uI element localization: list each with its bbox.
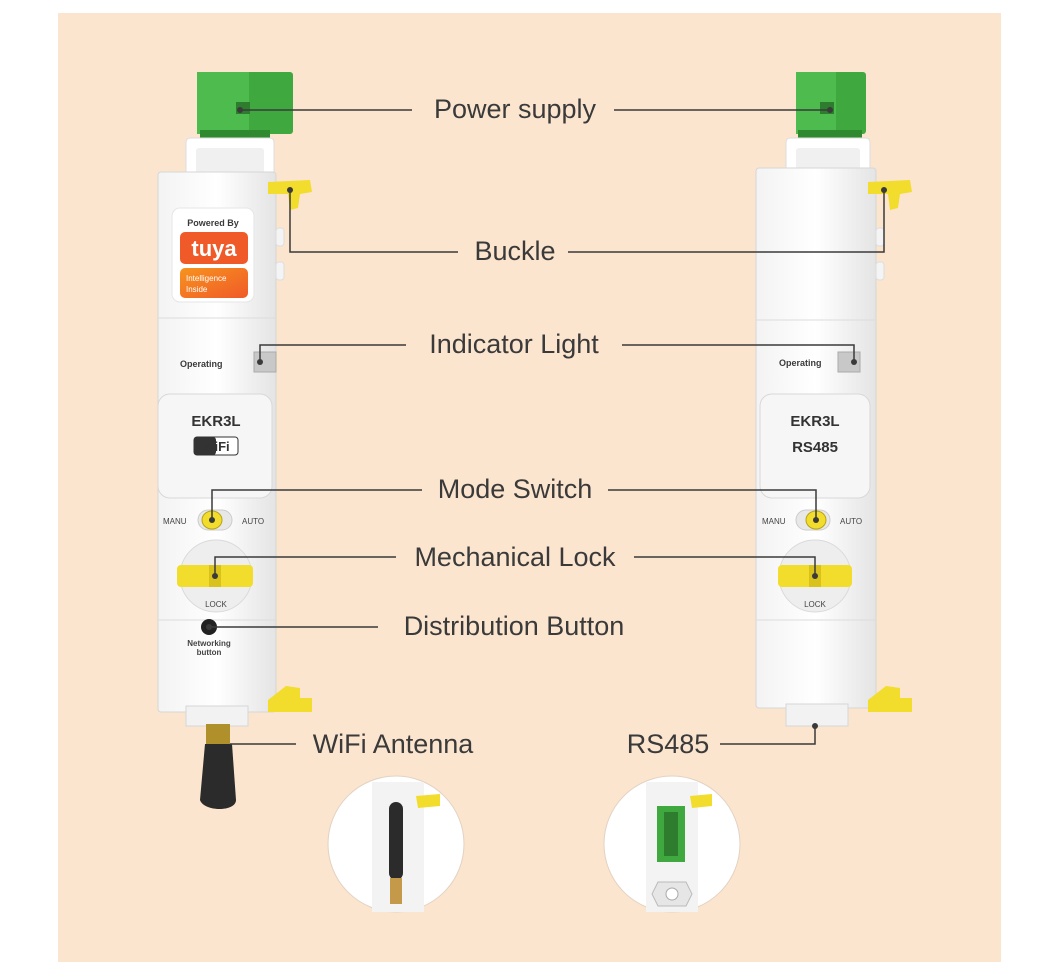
right-power-terminal bbox=[796, 72, 866, 140]
right-lock-text: LOCK bbox=[804, 600, 826, 609]
left-lock-text: LOCK bbox=[205, 600, 227, 609]
label-wifi-antenna: WiFi Antenna bbox=[313, 729, 475, 759]
networking-text-1: Networking bbox=[187, 639, 231, 648]
right-manu-text: MANU bbox=[762, 517, 786, 526]
right-auto-text: AUTO bbox=[840, 517, 862, 526]
callout-lines bbox=[209, 109, 885, 745]
label-mode-switch: Mode Switch bbox=[438, 474, 593, 504]
tuya-tagline-1: Intelligence bbox=[186, 274, 227, 283]
tuya-badge: Powered By tuya Intelligence Inside bbox=[171, 207, 255, 303]
left-device: Powered By tuya Intelligence Inside Oper… bbox=[157, 72, 312, 809]
label-buckle: Buckle bbox=[474, 236, 555, 266]
label-indicator-light: Indicator Light bbox=[429, 329, 599, 359]
right-device: Operating EKR3L RS485 MANU AUTO LOCK bbox=[755, 72, 912, 727]
label-power-supply: Power supply bbox=[434, 94, 597, 124]
rs485-detail-circle bbox=[603, 775, 741, 913]
left-manu-text: MANU bbox=[163, 517, 187, 526]
left-power-terminal bbox=[197, 72, 293, 140]
label-rs485: RS485 bbox=[627, 729, 710, 759]
tuya-logo-text: tuya bbox=[191, 236, 237, 261]
right-buckle-top bbox=[868, 180, 912, 210]
right-model-text: EKR3L bbox=[790, 413, 839, 430]
powered-by-text: Powered By bbox=[187, 218, 239, 228]
label-mechanical-lock: Mechanical Lock bbox=[414, 542, 616, 572]
callout-dots bbox=[206, 107, 887, 729]
left-auto-text: AUTO bbox=[242, 517, 264, 526]
networking-text-2: button bbox=[197, 648, 222, 657]
right-buckle-bottom bbox=[868, 686, 912, 712]
label-distribution-button: Distribution Button bbox=[404, 611, 625, 641]
left-model-text: EKR3L bbox=[191, 413, 240, 430]
right-rs485-text: RS485 bbox=[792, 439, 838, 456]
left-wifi-text: WiFi bbox=[202, 439, 229, 454]
left-operating-text: Operating bbox=[180, 359, 223, 369]
tuya-tagline-2: Inside bbox=[186, 285, 208, 294]
rs485-port bbox=[785, 703, 849, 727]
left-buckle-bottom bbox=[268, 686, 312, 712]
right-operating-text: Operating bbox=[779, 358, 822, 368]
antenna-detail-circle bbox=[327, 775, 465, 913]
wifi-antenna bbox=[200, 724, 236, 809]
